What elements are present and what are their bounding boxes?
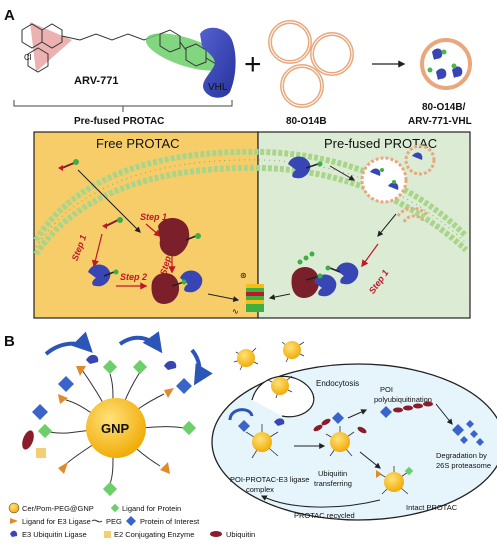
gnp-conjugate bbox=[22, 331, 213, 497]
prefused-bracket bbox=[13, 100, 233, 107]
gnp-external-3 bbox=[267, 375, 293, 399]
to-intact-arrow bbox=[359, 451, 381, 469]
degradation-fragments bbox=[452, 420, 484, 446]
drug-name-label: ARV-771 bbox=[74, 75, 118, 87]
degradation-label-2: 26S proteasome bbox=[436, 461, 491, 470]
step1-label-a: Step 1 bbox=[140, 212, 167, 222]
panel-a-letter: A bbox=[4, 7, 15, 24]
legend-peg: PEG bbox=[106, 517, 122, 526]
to-polyub-arrow bbox=[347, 409, 368, 419]
legend-ligand-e3: Ligand for E3 Ligase bbox=[22, 517, 91, 526]
recycle-arrow bbox=[260, 495, 381, 508]
plus-sign: + bbox=[244, 48, 262, 81]
to-degradation-arrow bbox=[435, 403, 453, 425]
panel-b-letter: B bbox=[4, 333, 15, 350]
loaded-nanoparticle bbox=[420, 38, 472, 90]
polyub-label-1: POI bbox=[380, 385, 393, 394]
recycled-label: PROTAC recycled bbox=[294, 511, 355, 520]
ub-mark-top: ⊛ bbox=[240, 271, 247, 280]
vhl-bound-free bbox=[88, 264, 119, 287]
arv771-structure bbox=[21, 22, 227, 73]
prefused-protac-title: Pre-fused PROTAC bbox=[324, 136, 437, 151]
gnp-external-1 bbox=[233, 347, 259, 371]
step1-arrow-c bbox=[361, 243, 379, 268]
vhl-protein bbox=[200, 27, 236, 98]
gnp-external-2 bbox=[281, 341, 305, 363]
product-label-2: ARV-771-VHL bbox=[408, 116, 472, 127]
complex-label-1: POI-PROTAC-E3 ligase bbox=[230, 475, 309, 484]
step1-arrow-b bbox=[91, 233, 103, 268]
proteasome bbox=[246, 284, 264, 312]
prefused-arrow-1 bbox=[329, 165, 356, 181]
product-label-1: 80-O14B/ bbox=[422, 102, 466, 113]
gnp-label: GNP bbox=[101, 421, 130, 436]
to-proteasome-arrow-left bbox=[207, 293, 240, 303]
gnp-complex-inside bbox=[228, 408, 285, 459]
ternary-complex-free bbox=[151, 270, 203, 304]
gnp-ub-transfer bbox=[313, 412, 367, 457]
intact-label: Intact PROTAC bbox=[406, 503, 458, 512]
free-protac-molecule-2 bbox=[102, 217, 123, 229]
degraded-fragments: ∿ bbox=[232, 307, 239, 316]
ub-transfer-label-1: Ubiquitin bbox=[318, 469, 347, 478]
polyubiquitin-chain bbox=[380, 401, 433, 418]
legend-poi: Protein of Interest bbox=[140, 517, 200, 526]
complex-label-2: complex bbox=[246, 485, 274, 494]
legend-ubiquitin: Ubiquitin bbox=[226, 530, 255, 539]
lipid-label: 80-O14B bbox=[286, 116, 327, 127]
legend-ligand-protein: Ligand for Protein bbox=[122, 504, 181, 513]
lipid-nanoparticles bbox=[268, 20, 354, 108]
loaded-lnp-fusing bbox=[360, 156, 408, 204]
prefused-arrow-2 bbox=[377, 213, 397, 237]
prefused-protac-label: Pre-fused PROTAC bbox=[74, 116, 164, 127]
to-proteasome-arrow-right bbox=[268, 293, 291, 301]
vhl-protac-prefused-1 bbox=[288, 156, 323, 179]
polyub-label-2: polyubiquitination bbox=[374, 395, 432, 404]
free-protac-title: Free PROTAC bbox=[96, 136, 180, 151]
degradation-label-1: Degradation by bbox=[436, 451, 487, 460]
free-protac-molecule-1 bbox=[58, 159, 79, 171]
lnp-partial-top bbox=[404, 144, 436, 176]
ternary-complex-prefused bbox=[291, 251, 337, 298]
cl-atom: Cl bbox=[24, 53, 32, 62]
legend: Cer/Pom-PEG@GNP Ligand for Protein Ligan… bbox=[8, 502, 255, 539]
vhl-protac-cytosol bbox=[325, 262, 359, 285]
legend-cer-pom: Cer/Pom-PEG@GNP bbox=[22, 504, 94, 513]
poi-bound-free bbox=[158, 217, 201, 257]
gnp-intact bbox=[376, 466, 414, 495]
ub-transfer-label-2: transferring bbox=[314, 479, 352, 488]
lnp-fused-membrane bbox=[396, 207, 430, 223]
legend-e2: E2 Conjugating Enzyme bbox=[114, 530, 194, 539]
vhl-label: VHL bbox=[208, 82, 228, 93]
entry-arrow bbox=[77, 169, 141, 233]
endocytosis-label: Endocytosis bbox=[316, 379, 359, 388]
legend-e3: E3 Ubiquitin Ligase bbox=[22, 530, 87, 539]
step2-label-b: Step 2 bbox=[120, 272, 147, 282]
free-protac-box bbox=[33, 131, 259, 319]
step1-arrow-a bbox=[145, 223, 162, 237]
